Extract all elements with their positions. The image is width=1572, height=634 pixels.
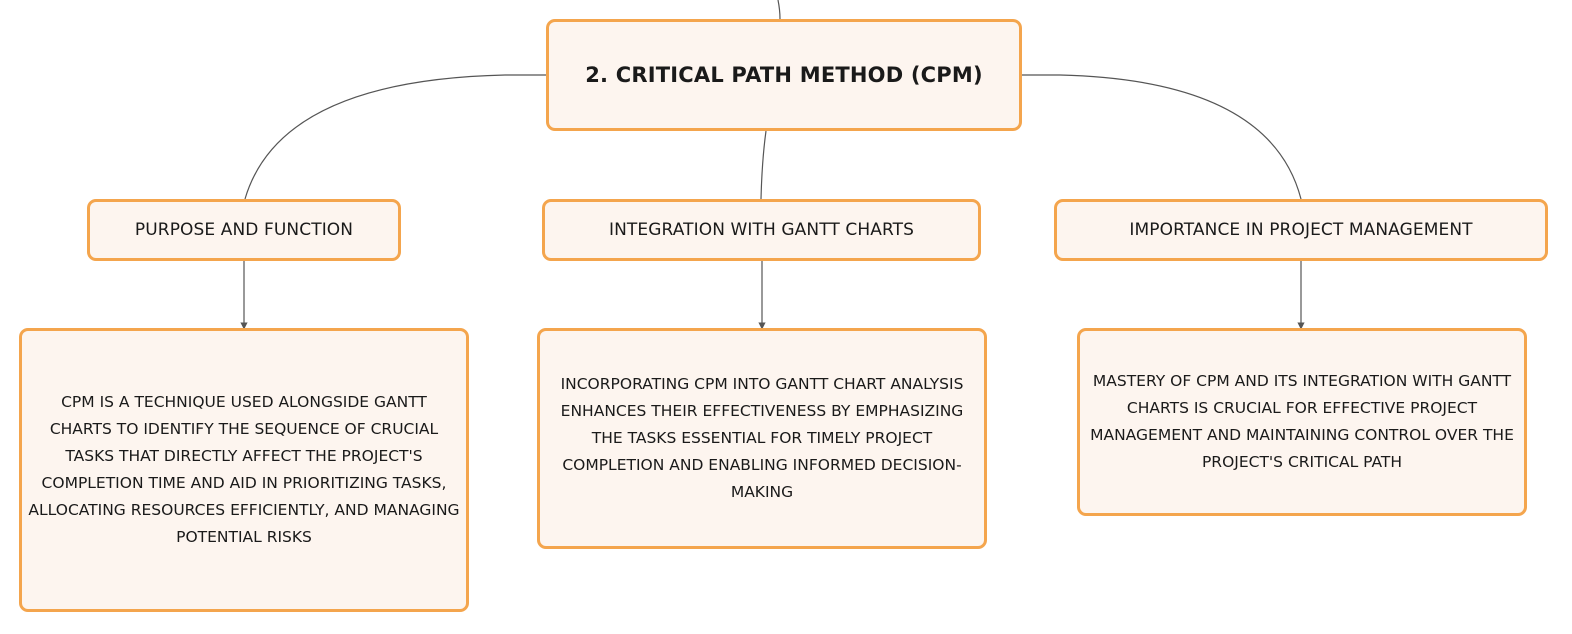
detail-text-integration: INCORPORATING CPM INTO GANTT CHART ANALY… (560, 375, 964, 501)
branch-node-importance[interactable]: IMPORTANCE IN PROJECT MANAGEMENT (1054, 199, 1548, 261)
detail-node-integration[interactable]: INCORPORATING CPM INTO GANTT CHART ANALY… (537, 328, 987, 549)
connector-root-to-integration (760, 130, 767, 200)
connector-incoming (777, 0, 781, 20)
connector-root-to-importance (1022, 74, 1302, 200)
branch-node-integration[interactable]: INTEGRATION WITH GANTT CHARTS (542, 199, 981, 261)
detail-text-importance: MASTERY OF CPM AND ITS INTEGRATION WITH … (1090, 372, 1514, 471)
branch-label-purpose: PURPOSE AND FUNCTION (134, 220, 354, 240)
branch-label-importance: IMPORTANCE IN PROJECT MANAGEMENT (1129, 220, 1473, 240)
detail-text-purpose: CPM IS A TECHNIQUE USED ALONGSIDE GANTT … (28, 393, 460, 546)
branch-label-integration: INTEGRATION WITH GANTT CHARTS (608, 220, 915, 240)
detail-node-importance[interactable]: MASTERY OF CPM AND ITS INTEGRATION WITH … (1077, 328, 1527, 516)
connector-root-to-purpose (244, 74, 546, 200)
root-topic-label: 2. CRITICAL PATH METHOD (CPM) (585, 63, 983, 87)
root-topic-node[interactable]: 2. CRITICAL PATH METHOD (CPM) (546, 19, 1022, 131)
detail-node-purpose[interactable]: CPM IS A TECHNIQUE USED ALONGSIDE GANTT … (19, 328, 469, 612)
branch-node-purpose[interactable]: PURPOSE AND FUNCTION (87, 199, 401, 261)
